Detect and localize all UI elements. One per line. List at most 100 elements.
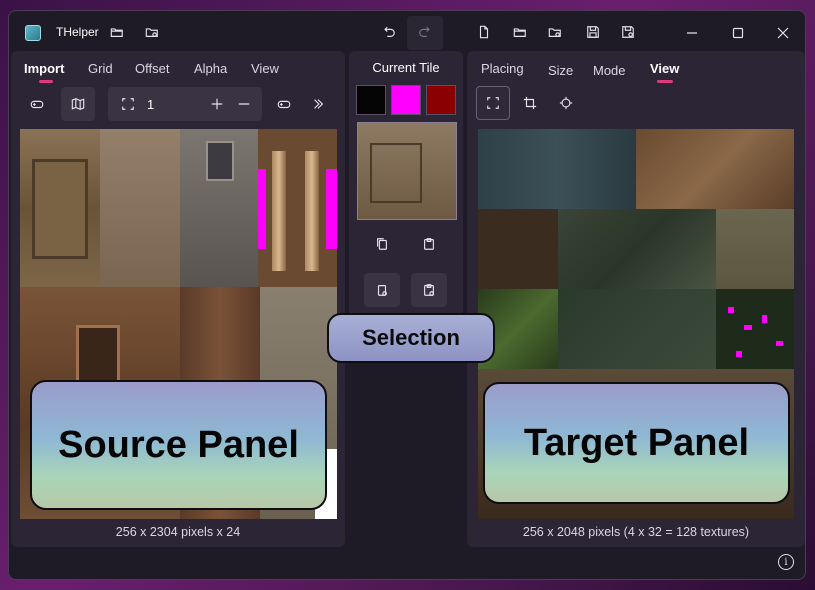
tab-indicator [39, 80, 53, 83]
copy-special-button[interactable] [364, 273, 400, 307]
swatch-magenta[interactable] [391, 85, 421, 115]
tab-size[interactable]: Size [548, 63, 574, 78]
texture-window [206, 141, 234, 181]
texture-tile [478, 209, 558, 289]
increment-button[interactable] [200, 87, 234, 121]
undo-icon [384, 26, 395, 37]
source-panel-callout: Source Panel [30, 380, 327, 510]
save-settings-icon [622, 26, 634, 38]
crop-icon [523, 96, 537, 110]
texture-alpha [776, 341, 783, 346]
copy-button[interactable] [364, 227, 400, 261]
folder-settings-icon [145, 28, 158, 37]
open-folder-button[interactable] [105, 21, 129, 43]
open-target-button[interactable] [508, 21, 532, 43]
new-file-icon [479, 25, 489, 39]
stepper: 1 [108, 87, 262, 121]
texture-tile [558, 289, 716, 369]
paste-icon [424, 238, 434, 250]
swatch-black[interactable] [356, 85, 386, 115]
app-window: THelper [8, 10, 806, 580]
texture-tile [716, 289, 794, 369]
tab-view[interactable]: View [650, 61, 680, 76]
decrement-button[interactable] [227, 87, 261, 121]
gamepad-button[interactable] [20, 87, 54, 121]
more-button[interactable] [301, 87, 335, 121]
tab-grid[interactable]: Grid [88, 61, 113, 76]
target-icon [559, 96, 573, 110]
redo-icon [419, 26, 430, 37]
texture-tile [558, 209, 716, 289]
folder-open-icon [110, 28, 123, 37]
paste-special-button[interactable] [411, 273, 447, 307]
info-icon[interactable]: i [778, 554, 794, 570]
gamepad-icon [30, 100, 44, 109]
texture-column [305, 151, 319, 271]
controller-button[interactable] [267, 87, 301, 121]
texture-alpha [744, 325, 752, 330]
texture-alpha [762, 315, 767, 323]
folder-open-icon [513, 28, 526, 37]
target-panel-callout: Target Panel [483, 382, 790, 504]
current-tile-title: Current Tile [372, 60, 440, 75]
texture-alpha [258, 169, 266, 249]
paste-button[interactable] [411, 227, 447, 261]
minimize-icon [687, 32, 697, 34]
chevron-double-right-icon [314, 99, 324, 109]
tab-indicator [657, 80, 673, 83]
minus-icon [238, 103, 250, 105]
minimize-button[interactable] [669, 19, 715, 47]
source-caption: 256 x 2304 pixels x 24 [115, 525, 241, 539]
redo-button[interactable] [413, 21, 437, 43]
close-icon [777, 27, 789, 39]
redo-background [407, 16, 443, 50]
selection-mode-button[interactable] [111, 87, 145, 121]
tab-placing[interactable]: Placing [481, 61, 524, 76]
target-button[interactable] [549, 86, 583, 120]
texture-alpha [736, 351, 742, 357]
folder-settings-button[interactable] [140, 21, 164, 43]
save-icon [587, 26, 599, 38]
copy-icon [377, 285, 387, 296]
save-button[interactable] [581, 21, 605, 43]
texture-tile [258, 129, 337, 287]
texture-column [272, 151, 286, 271]
folder-settings-icon [548, 28, 561, 37]
target-folder-settings-button[interactable] [543, 21, 567, 43]
texture-tile [100, 129, 180, 287]
stepper-value[interactable]: 1 [147, 97, 155, 112]
tab-alpha[interactable]: Alpha [194, 61, 228, 76]
texture-tile [478, 129, 636, 209]
copy-icon [377, 238, 387, 250]
crop-button[interactable] [513, 86, 547, 120]
close-button[interactable] [760, 19, 805, 47]
swatch-red[interactable] [426, 85, 456, 115]
texture-door [32, 159, 88, 259]
map-icon [71, 98, 85, 110]
map-button[interactable] [61, 87, 95, 121]
new-file-button[interactable] [472, 21, 496, 43]
texture-doorway [76, 325, 120, 385]
texture-alpha [728, 307, 734, 313]
selection-icon [122, 98, 134, 110]
selection-callout: Selection [327, 313, 495, 363]
app-title: THelper [56, 25, 99, 39]
plus-icon [211, 98, 223, 110]
selection-icon [487, 97, 499, 109]
tab-mode[interactable]: Mode [593, 63, 626, 78]
tab-view[interactable]: View [251, 61, 279, 76]
current-tile-panel: Current Tile [349, 51, 463, 317]
texture-tile [636, 129, 794, 209]
paste-icon [424, 284, 434, 296]
app-icon [25, 25, 41, 41]
title-bar: THelper [9, 11, 805, 51]
placing-selection-button[interactable] [476, 86, 510, 120]
undo-button[interactable] [377, 21, 401, 43]
tab-import[interactable]: Import [24, 61, 65, 76]
texture-alpha [326, 169, 337, 249]
maximize-button[interactable] [715, 19, 761, 47]
tab-offset[interactable]: Offset [135, 61, 170, 76]
save-settings-button[interactable] [616, 21, 640, 43]
gamepad-icon [277, 100, 291, 109]
current-tile-preview [357, 122, 457, 220]
